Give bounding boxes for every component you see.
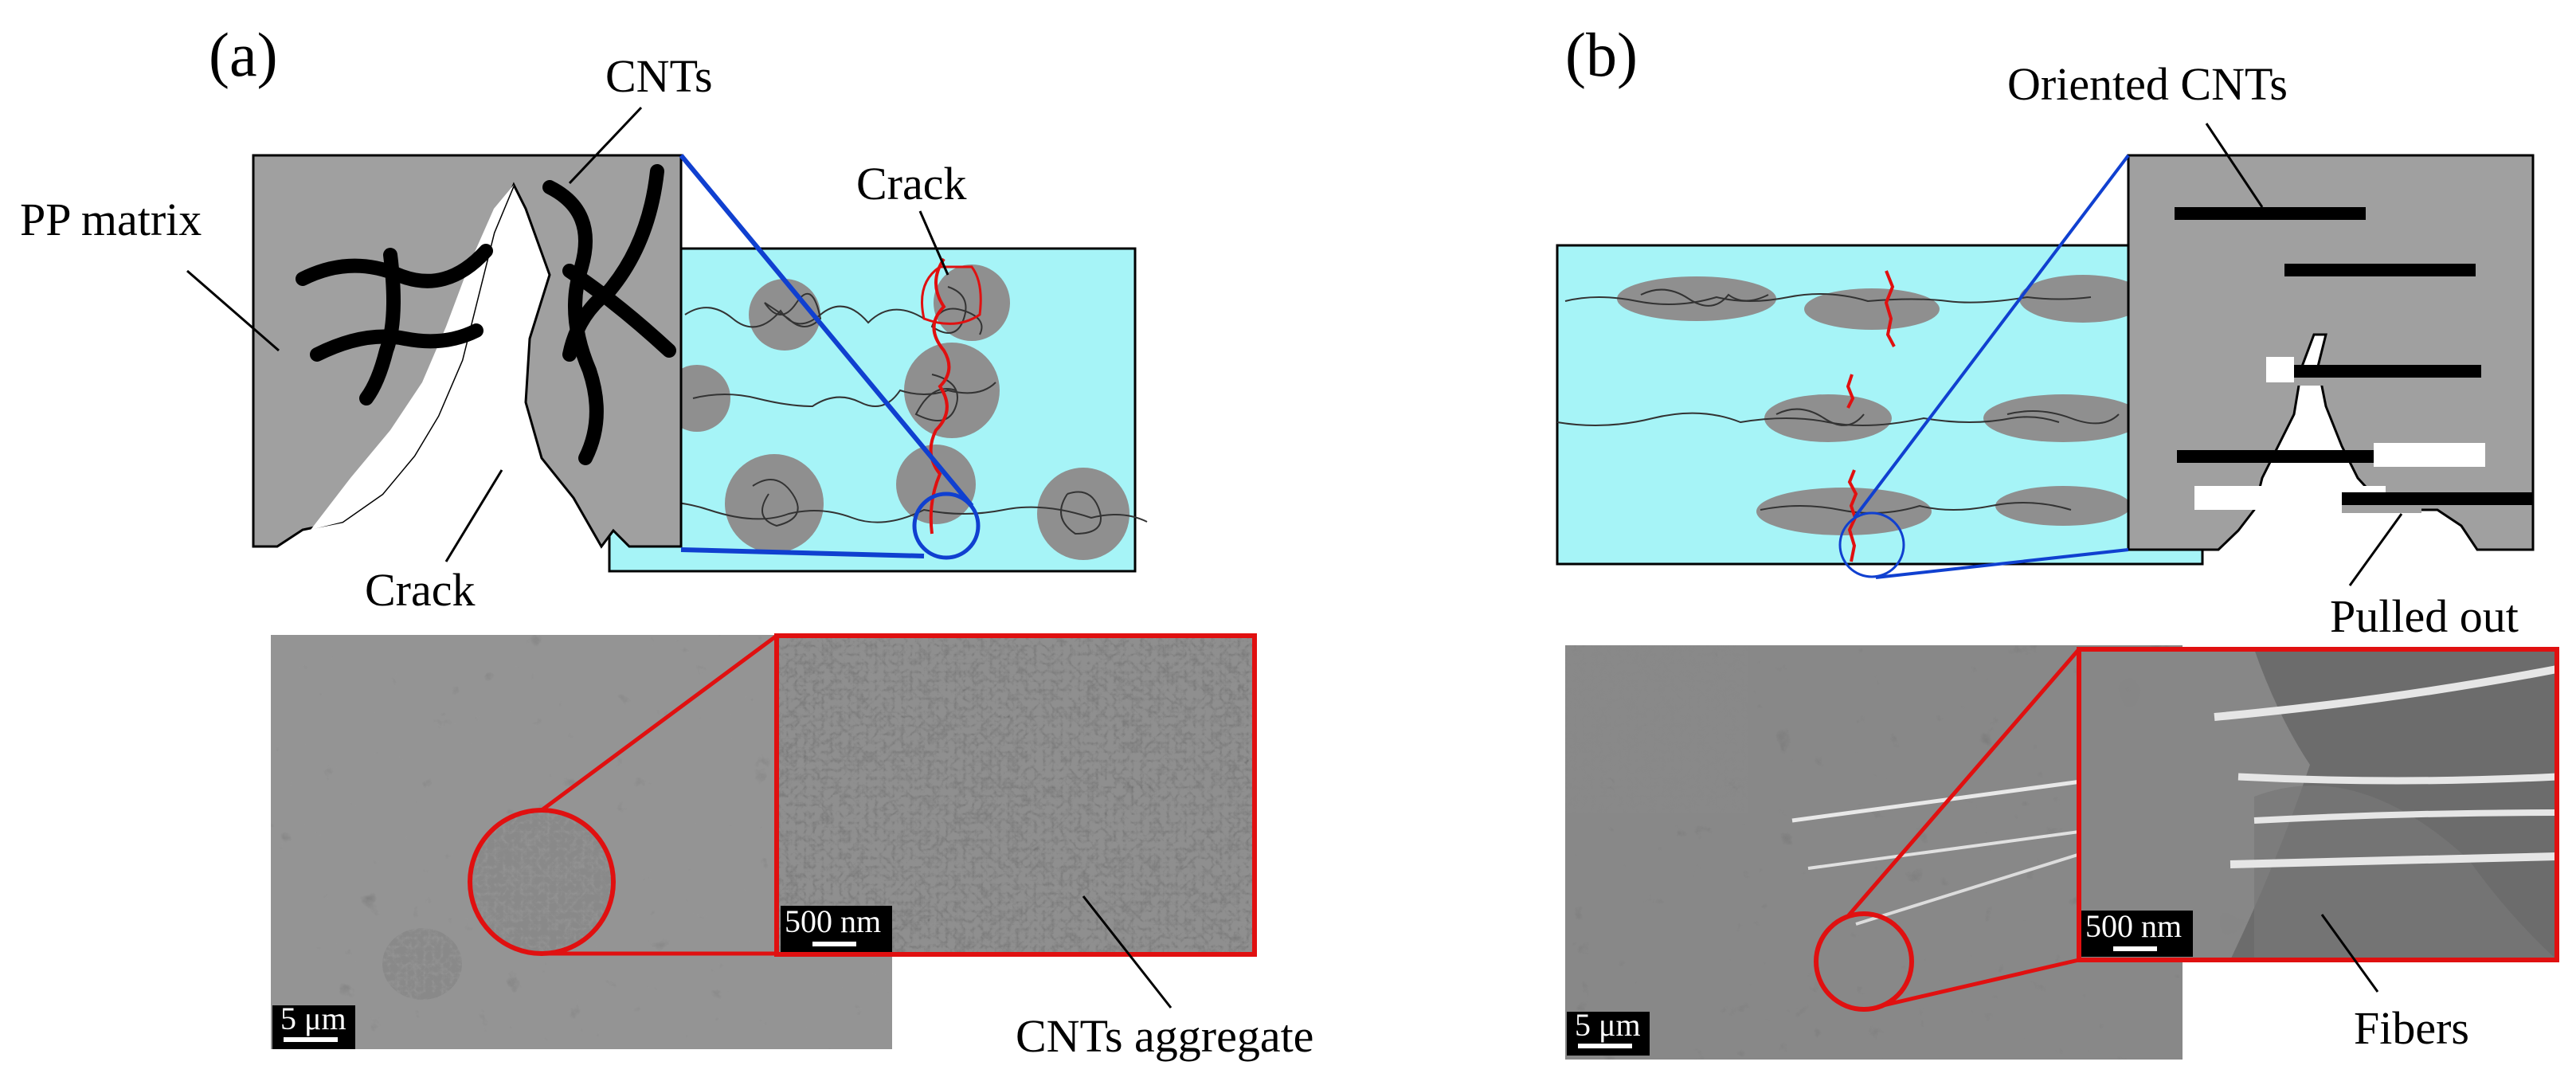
- panel-b-tag: (b): [1565, 20, 1638, 89]
- sem-zoom-b: 500 nm: [2077, 647, 2559, 962]
- aligned-cnts-b: [1556, 288, 2120, 514]
- oriented-aggregates-b: [1617, 275, 2147, 535]
- label-crack-left-a: Crack: [365, 564, 476, 616]
- leader-crack-left-a: [444, 469, 503, 562]
- zoom-circle-a: [912, 492, 981, 560]
- zoom-line-top-a: [679, 154, 974, 507]
- sem-zoom-line-bottom-b: [1879, 958, 2080, 1009]
- sem-zoom-line-top-a: [540, 633, 778, 813]
- label-fibers: Fibers: [2354, 1002, 2469, 1054]
- zoom-line-bottom-a: [680, 547, 925, 558]
- zoom-line-bottom-b: [1875, 548, 2129, 579]
- leader-pp-matrix: [186, 269, 280, 352]
- panel-a: (a): [20, 20, 1313, 1062]
- scale-label-overview-a: 5 μm: [280, 1001, 346, 1036]
- label-pulled-out: Pulled out: [2330, 590, 2519, 642]
- label-cnts-aggregate: CNTs aggregate: [1016, 1010, 1313, 1062]
- panel-b: (b): [1556, 20, 2559, 1060]
- cnt-fibers-a: [296, 164, 676, 465]
- leader-oriented-cnts: [2205, 123, 2264, 208]
- crack-gap-a: [311, 185, 514, 530]
- sem-zoom-a: 500 nm: [774, 633, 1257, 957]
- label-pp-matrix: PP matrix: [20, 194, 202, 245]
- crack-upper-b: [1884, 270, 1896, 347]
- leader-fibers: [2320, 914, 2379, 993]
- label-cnts: CNTs: [605, 50, 713, 102]
- zoom-line-top-b: [1853, 154, 2130, 519]
- crack-outline-aggregate-a: [921, 265, 982, 325]
- sem-zoom-line-top-b: [1846, 648, 2081, 918]
- scale-label-zoom-a: 500 nm: [785, 903, 881, 939]
- leader-aggregate: [1082, 895, 1173, 1009]
- leader-crack-right-a: [918, 210, 949, 276]
- crack-lower-b: [1846, 374, 1858, 562]
- scale-label-zoom-b: 500 nm: [2085, 908, 2182, 944]
- leader-cnts: [568, 106, 643, 185]
- oriented-cnt-bars-b: [2175, 207, 2533, 513]
- label-crack-right-a: Crack: [856, 158, 967, 210]
- dispersed-cnts-a: [613, 286, 1148, 535]
- fibers-b: [2214, 665, 2558, 868]
- crack-path-a: [929, 257, 951, 535]
- panel-a-tag: (a): [209, 20, 278, 89]
- label-oriented-cnts: Oriented CNTs: [2007, 58, 2288, 110]
- sem-zoom-circle-b: [1814, 911, 1914, 1012]
- leader-pulled-out: [2348, 513, 2403, 586]
- scale-label-overview-b: 5 μm: [1575, 1007, 1641, 1043]
- zoom-circle-b: [1838, 511, 1905, 578]
